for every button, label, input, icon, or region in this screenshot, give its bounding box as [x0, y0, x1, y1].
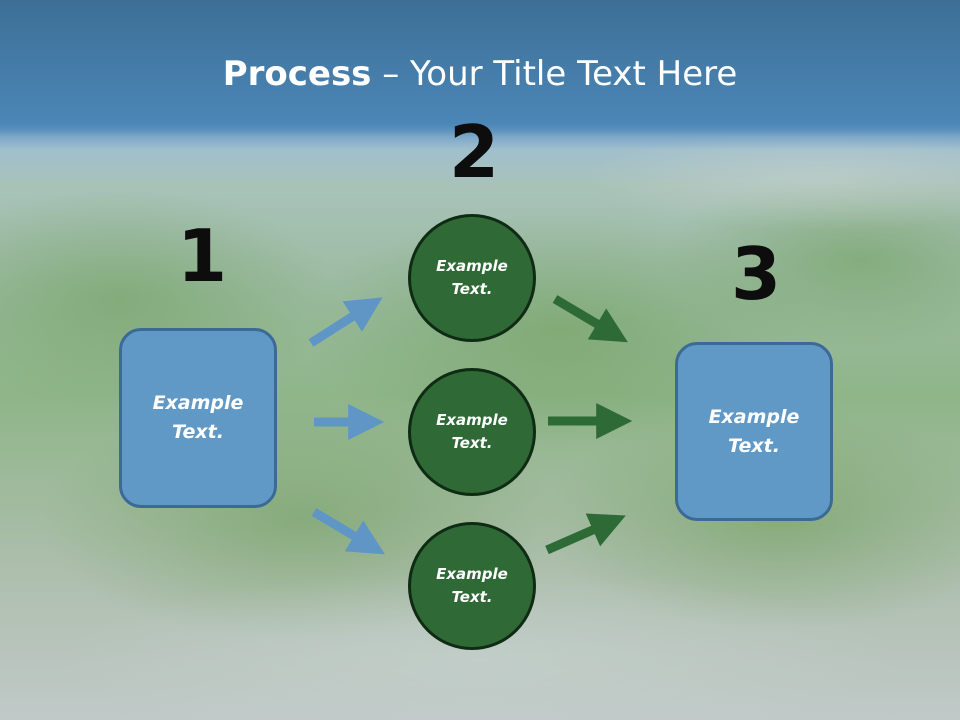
step-2-circle-middle: Example Text.: [408, 368, 536, 496]
step-3-text: Example Text.: [708, 405, 800, 457]
circle-bottom-text: Example Text.: [436, 565, 508, 606]
arrow-green-down: [552, 295, 628, 343]
step-3-box: Example Text.: [675, 342, 833, 521]
step-number-1: 1: [177, 214, 228, 298]
step-2-circle-bottom: Example Text.: [408, 522, 536, 650]
title-bold: Process: [222, 54, 372, 94]
step-1-text: Example Text.: [152, 392, 244, 443]
circle-middle-text: Example Text.: [436, 411, 508, 452]
title-rest: – Your Title Text Here: [371, 54, 738, 94]
step-2-circle-top: Example Text.: [408, 214, 536, 342]
arrow-blue-down: [311, 508, 385, 555]
title-band: [0, 0, 960, 150]
step-1-box: Example Text.: [119, 328, 277, 508]
step-number-3: 3: [731, 232, 782, 316]
step-number-2: 2: [449, 110, 500, 194]
arrow-green-up: [545, 513, 626, 555]
arrow-blue-up: [308, 297, 383, 347]
circle-top-text: Example Text.: [436, 257, 508, 298]
slide-title: Process – Your Title Text Here: [0, 52, 960, 96]
